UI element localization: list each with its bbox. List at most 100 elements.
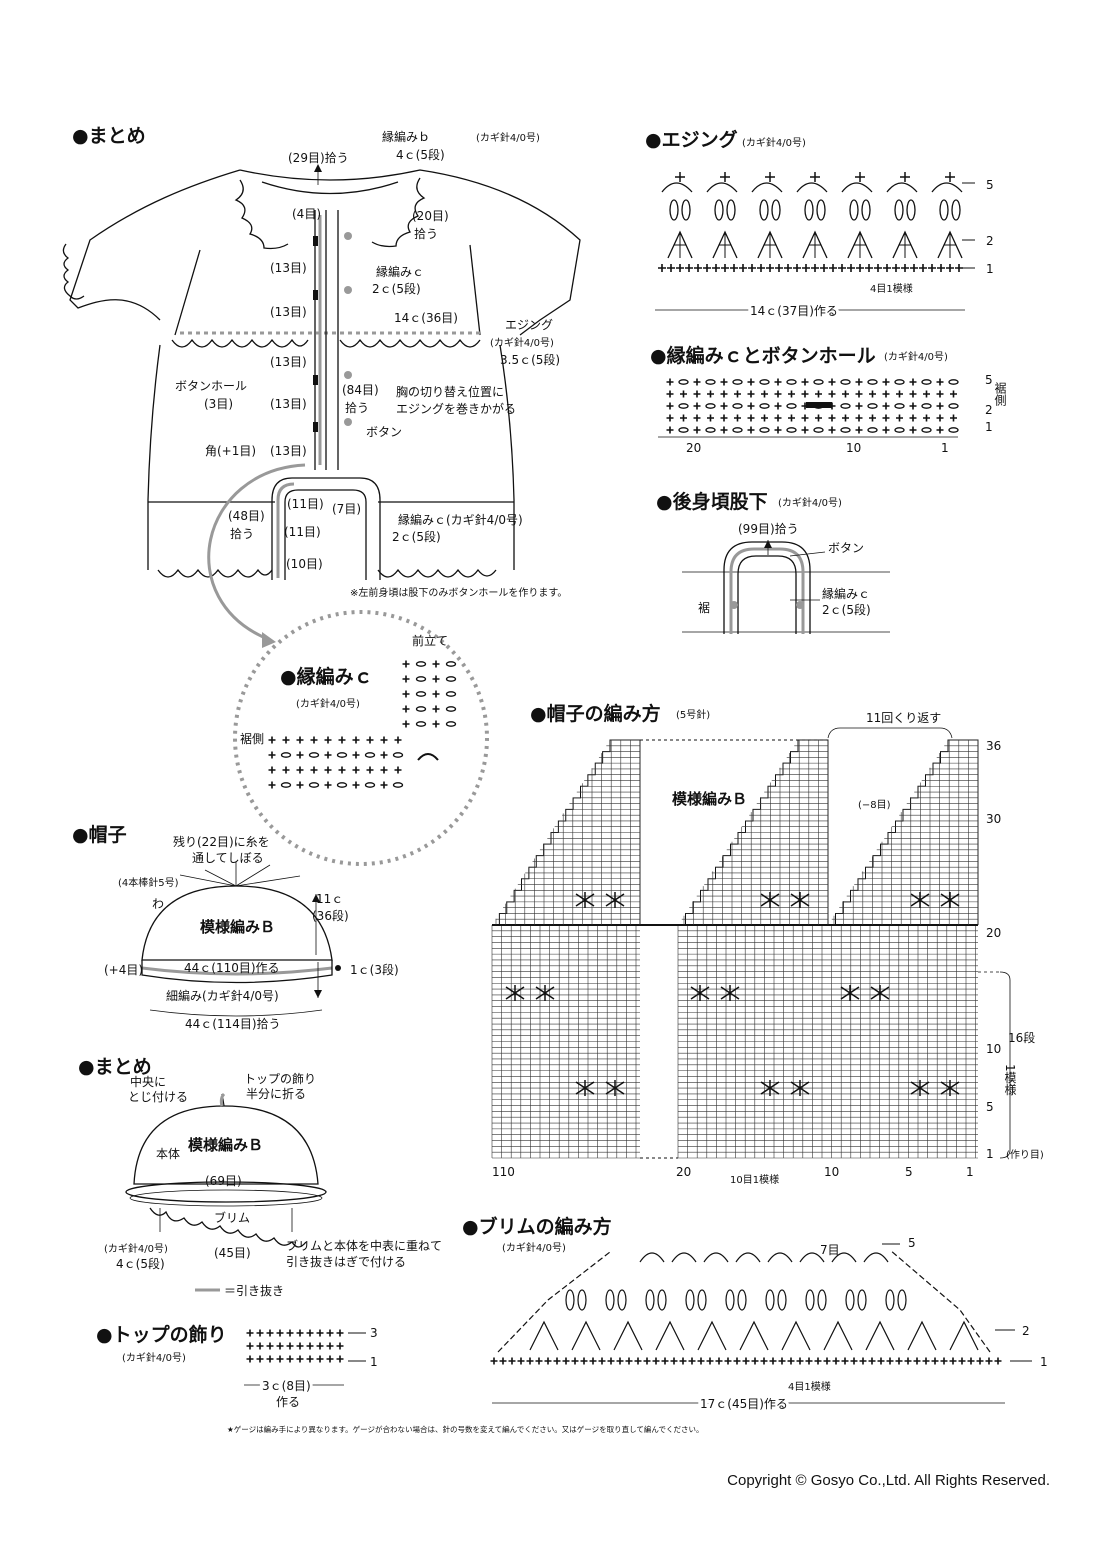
single-crochet-symbol (868, 1357, 876, 1365)
cable-symbol (505, 985, 525, 1001)
cable-symbol (910, 892, 930, 908)
single-crochet-symbol (730, 264, 738, 272)
single-crochet-symbol (775, 264, 783, 272)
hat-cast: 44ｃ(110目)作る (184, 961, 280, 975)
single-crochet-symbol (823, 1357, 831, 1365)
chain-symbol (308, 752, 320, 758)
label-corner: 角(+1目) (205, 444, 256, 458)
fan-symbol (529, 1320, 559, 1351)
single-crochet-symbol (499, 1357, 507, 1365)
single-crochet-symbol (589, 1357, 597, 1365)
single-crochet-symbol (352, 751, 360, 759)
puff-symbol (565, 1289, 575, 1311)
single-crochet-symbol (828, 378, 836, 386)
garment-drawing (62, 164, 581, 648)
single-crochet-symbol (296, 1329, 304, 1337)
single-crochet-symbol (296, 736, 304, 744)
chain-symbol (705, 427, 716, 433)
chain-symbol (445, 721, 457, 727)
border-c-chart (666, 378, 959, 434)
single-crochet-symbol (693, 414, 701, 422)
label-thirteen-4: (13目) (270, 397, 307, 411)
single-crochet-symbol (901, 264, 909, 272)
hat-rows: (36段) (312, 908, 349, 923)
cable-symbol (690, 985, 710, 1001)
puff-symbol (897, 1289, 907, 1311)
label-four: (4目) (292, 207, 321, 221)
single-crochet-symbol (402, 660, 410, 668)
puff-symbol (645, 1289, 655, 1311)
label-border-c-size-2: 2ｃ(5段) (392, 529, 441, 544)
label-chest-note-2: エジングを巻きかがる (396, 401, 516, 416)
heading-border-c-tool: (カギ針4/0号) (296, 697, 360, 710)
fan-symbol (697, 1320, 727, 1351)
buttonhole-symbol (806, 402, 832, 408)
puff-symbol (885, 1289, 895, 1311)
single-crochet-symbol (909, 426, 917, 434)
picot-arc (751, 182, 783, 193)
picot-arc (661, 182, 693, 193)
single-crochet-symbol (734, 414, 741, 422)
single-crochet-symbol (882, 390, 890, 398)
single-crochet-symbol (676, 264, 684, 272)
single-crochet-symbol (266, 1329, 274, 1337)
single-crochet-symbol (268, 781, 276, 789)
single-crochet-symbol (778, 1357, 786, 1365)
label-border-b-tool: (カギ針4/0号) (476, 131, 540, 144)
assembly-center-1: 中央に (130, 1074, 166, 1089)
assembly-drawing (125, 1092, 327, 1292)
single-crochet-symbol (784, 264, 792, 272)
back-crotch-drawing (682, 540, 890, 634)
top-row-3: 3 (370, 1326, 378, 1340)
single-crochet-symbol (666, 390, 674, 398)
cable-symbol (605, 1080, 625, 1096)
single-crochet-symbol (380, 751, 388, 759)
stitch-symbol (899, 232, 911, 258)
fan-symbol (865, 1320, 895, 1351)
edging-repeat: 4目1模様 (870, 282, 913, 295)
border-col-10: 10 (846, 441, 861, 455)
hat-tool: 細編み(カギ針4/0号) (166, 988, 279, 1003)
chain-symbol (867, 403, 878, 409)
puff-symbol (765, 1289, 775, 1311)
fan-symbol (907, 1320, 937, 1351)
hat-pick: 44ｃ(114目)拾う (185, 1016, 281, 1031)
border-side: 裾側 (993, 381, 1007, 406)
single-crochet-symbol (815, 414, 822, 422)
single-crochet-symbol (326, 1355, 334, 1363)
single-crochet-symbol (757, 264, 765, 272)
top-width: 3ｃ(8目) (262, 1379, 311, 1393)
hat-gather-2: 通してしぼる (192, 851, 264, 865)
single-crochet-symbol (720, 390, 728, 398)
picot-arc (841, 182, 873, 193)
single-crochet-symbol (936, 378, 944, 386)
chain-symbol (786, 427, 797, 433)
top-make: 作る (276, 1395, 300, 1409)
single-crochet-symbol (380, 736, 388, 744)
heading-matome-2: ●まとめ (78, 1056, 152, 1078)
single-crochet-symbol (432, 705, 440, 713)
puff-symbol (726, 199, 736, 221)
single-crochet-symbol (865, 264, 873, 272)
single-crochet-symbol (949, 1357, 957, 1365)
assembly-top-2: 半分に折る (246, 1086, 306, 1101)
assembly-legend: ＝引き抜き (224, 1284, 284, 1298)
single-crochet-symbol (829, 264, 837, 272)
fan-symbol (655, 1320, 685, 1351)
single-crochet-symbol (324, 781, 332, 789)
cable-symbol (575, 892, 595, 908)
border-col-20: 20 (686, 441, 701, 455)
label-edging-size: 3.5ｃ(5段) (500, 352, 560, 367)
picot-arc (831, 1252, 857, 1263)
single-crochet-symbol (268, 751, 276, 759)
single-crochet-symbol (896, 414, 903, 422)
label-seven: (7目) (332, 502, 361, 516)
single-crochet-symbol (666, 378, 674, 386)
single-crochet-symbol (338, 736, 346, 744)
single-crochet-symbol (774, 426, 782, 434)
chain-symbol (813, 427, 824, 433)
chain-symbol (786, 403, 797, 409)
cable-symbol (535, 985, 555, 1001)
heading-brim-pattern: ●ブリムの編み方 (462, 1215, 612, 1238)
cable-symbol (940, 892, 960, 908)
